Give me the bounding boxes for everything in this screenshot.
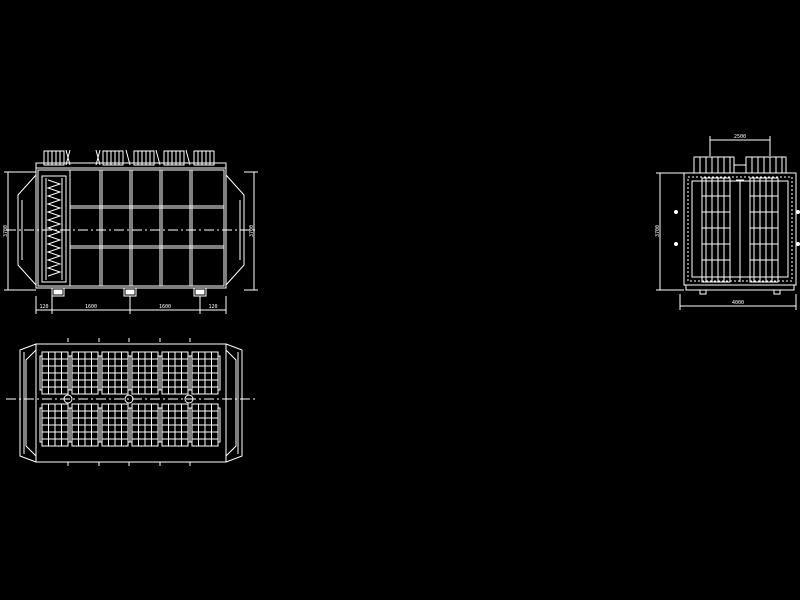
plan-module xyxy=(69,403,101,447)
plan-module xyxy=(159,351,191,395)
front-main-body xyxy=(35,167,227,289)
plan-module xyxy=(99,403,131,447)
front-left-coil-section xyxy=(41,175,67,283)
front-dim-right: 3700 xyxy=(249,225,255,237)
plan-module xyxy=(159,403,191,447)
side-rooftop-units xyxy=(693,156,787,174)
front-left-hood xyxy=(17,174,37,286)
side-elevation xyxy=(656,136,800,310)
plan-module xyxy=(39,351,71,395)
side-dim-bottom: 4000 xyxy=(732,300,744,306)
side-base-frame xyxy=(685,284,795,291)
side-dim-top: 2500 xyxy=(734,134,746,140)
plan-module xyxy=(39,403,71,447)
front-panel-grid xyxy=(69,170,224,286)
front-dim-bottom-4: 120 xyxy=(208,304,217,310)
plan-module xyxy=(189,351,221,395)
plan-circles xyxy=(63,394,194,404)
plan-module xyxy=(69,351,101,395)
plan-module xyxy=(99,351,131,395)
plan-module xyxy=(129,403,161,447)
side-dim-left: 3700 xyxy=(655,225,661,237)
front-dim-left: 3700 xyxy=(3,225,9,237)
plan-main-body xyxy=(35,343,227,463)
plan-view xyxy=(6,338,258,466)
plan-module xyxy=(189,403,221,447)
front-support-feet xyxy=(51,287,207,297)
plan-module xyxy=(129,351,161,395)
front-rooftop-units xyxy=(35,149,227,169)
plan-module-grid xyxy=(39,351,221,447)
side-coil-column-right xyxy=(749,177,779,283)
side-coil-column-left xyxy=(701,177,731,283)
front-dimension-lines xyxy=(4,171,258,314)
side-dimension-lines xyxy=(656,136,797,310)
front-dim-bottom-2: 1600 xyxy=(85,304,97,310)
front-elevation xyxy=(4,149,258,314)
plan-ticks xyxy=(67,338,191,466)
front-dim-bottom-1: 120 xyxy=(39,304,48,310)
front-dim-bottom-3: 1600 xyxy=(159,304,171,310)
